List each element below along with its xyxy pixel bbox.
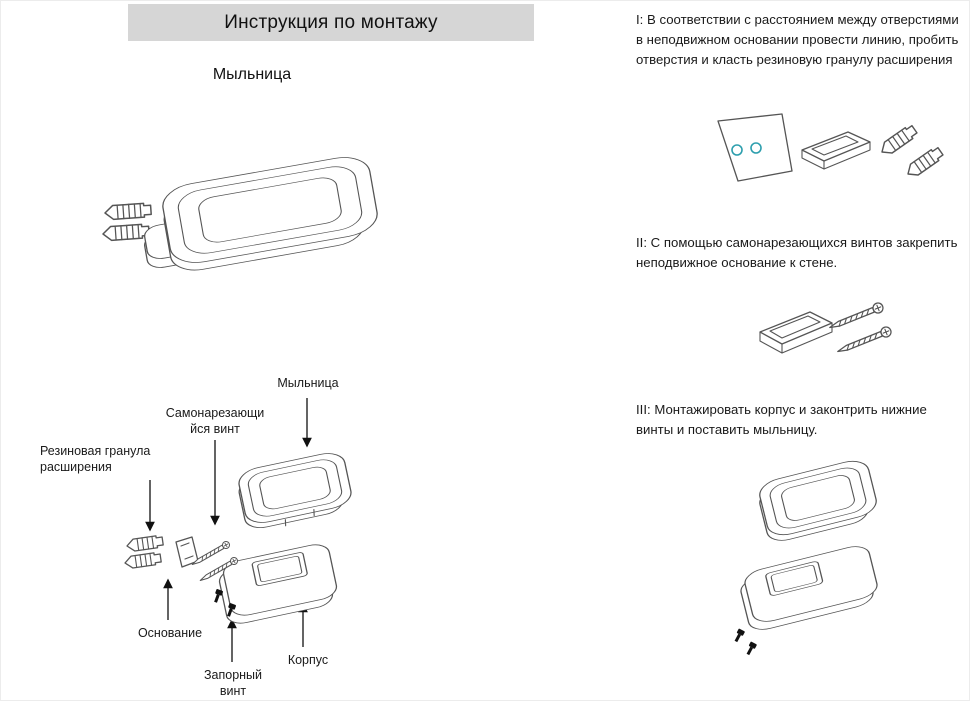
body-shape [740, 546, 878, 630]
mounting-base-shape [759, 311, 833, 354]
exploded-diagram: Мыльница Самонарезающи йся винт Резинова… [30, 370, 380, 701]
wall-plug-icon [124, 552, 162, 569]
exploded-drawing [124, 398, 352, 662]
step-1-drawing [717, 113, 944, 182]
wall-plug-icon [907, 146, 944, 176]
locking-screw-icon [214, 589, 224, 603]
step-3-drawing [734, 460, 878, 656]
label-soap-dish: Мыльница [277, 376, 339, 390]
screw-icon [199, 556, 239, 582]
assembled-product-drawing [102, 157, 378, 271]
soap-dish-shape [162, 157, 378, 271]
locking-screw-icon [227, 603, 237, 617]
drill-hole [731, 144, 743, 156]
drill-hole [750, 142, 762, 154]
step-2-drawing [759, 302, 892, 354]
page-title: Инструкция по монтажу [224, 11, 438, 33]
soap-dish-shape [759, 460, 877, 541]
soap-dish-shape [238, 453, 352, 529]
screw-icon [829, 302, 884, 329]
wall-marking-shape [717, 113, 793, 182]
step-1-text: I: В соответствии с расстоянием между от… [636, 12, 959, 67]
wall-plug-icon [102, 223, 150, 242]
wall-plug-icon [104, 202, 152, 221]
wall-plug-icon [126, 535, 164, 552]
base-parts [124, 535, 239, 582]
label-locking-screw: Запорный винт [203, 668, 263, 698]
label-body: Корпус [287, 653, 329, 667]
title-bar: Инструкция по монтажу [128, 4, 534, 41]
screw-icon [191, 540, 231, 566]
step-2-text: II: С помощью самонарезающихся винтов за… [636, 235, 958, 270]
mounting-base-shape [801, 131, 871, 170]
screw-icon [837, 326, 892, 353]
step-3-text: III: Монтажировать корпус и законтрить н… [636, 402, 927, 437]
locking-screw-icon [734, 628, 745, 643]
wall-plug-icon [881, 124, 918, 154]
locking-screw-icon [746, 641, 757, 656]
label-base: Основание [137, 626, 203, 640]
product-subtitle: Мыльница [212, 66, 292, 83]
body-shape [218, 544, 338, 624]
label-self-tapping-screw: Самонарезающи йся винт [165, 406, 265, 436]
label-rubber-expansion-plug: Резиновая гранула расширения [40, 444, 151, 474]
